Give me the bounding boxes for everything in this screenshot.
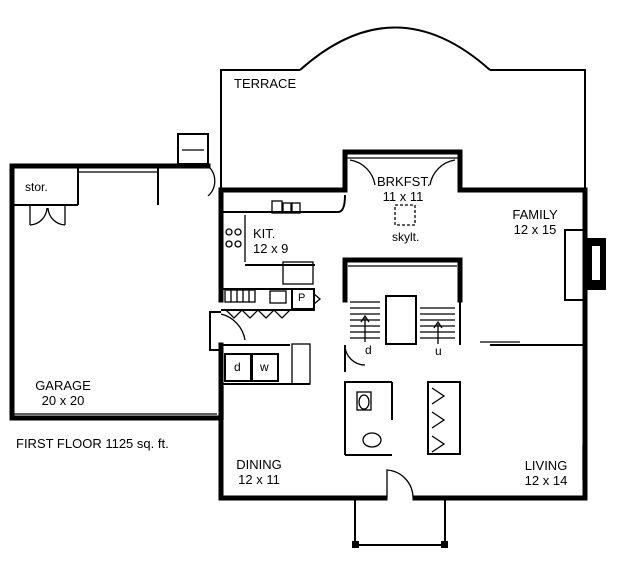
powder-room (344, 381, 393, 456)
kitchen-label: KIT. 12 x 9 (253, 226, 288, 256)
breakfast-label: BRKFST. 11 x 11 (377, 174, 431, 204)
skylight-label: skylt. (392, 230, 420, 244)
side-stoop (177, 133, 216, 197)
family-size: 12 x 15 (513, 222, 557, 237)
stair-up-label: u (435, 344, 442, 358)
breakfast-bay (342, 149, 463, 226)
front-entry (352, 469, 448, 548)
living-size: 12 x 14 (524, 473, 568, 488)
washer-label: w (260, 360, 269, 374)
family-name: FAMILY (512, 207, 558, 222)
dining-name: DINING (236, 457, 282, 472)
pantry-label: P (298, 292, 306, 304)
stairs (342, 257, 463, 372)
garage-name: GARAGE (35, 378, 91, 393)
kitchen-size: 12 x 9 (253, 241, 289, 256)
living-family-divider (480, 341, 585, 346)
storage-doors (29, 205, 66, 226)
terrace-outline (220, 26, 586, 190)
garage-size: 20 x 20 (41, 393, 85, 408)
fireplace (564, 229, 606, 301)
side-entry (209, 311, 246, 351)
breakfast-name: BRKFST. (377, 174, 431, 189)
dining-label: DINING 12 x 11 (228, 457, 290, 487)
garage-label: GARAGE 20 x 20 (28, 378, 98, 408)
terrace-label: TERRACE (234, 76, 297, 91)
living-name: LIVING (524, 458, 568, 473)
storage-label: stor. (25, 180, 48, 194)
laundry (221, 343, 311, 385)
coat-closet (427, 381, 461, 455)
floor-area-caption: FIRST FLOOR 1125 sq. ft. (16, 436, 169, 451)
pantry-strip (221, 288, 322, 319)
breakfast-size: 11 x 11 (382, 189, 424, 204)
family-label: FAMILY 12 x 15 (505, 207, 565, 237)
kitchen-name: KIT. (253, 226, 276, 241)
dining-size: 12 x 11 (238, 472, 280, 487)
living-label: LIVING 12 x 14 (518, 458, 574, 488)
garage-walls (9, 163, 220, 421)
stair-down-label: d (365, 343, 372, 357)
dryer-label: d (234, 360, 241, 374)
